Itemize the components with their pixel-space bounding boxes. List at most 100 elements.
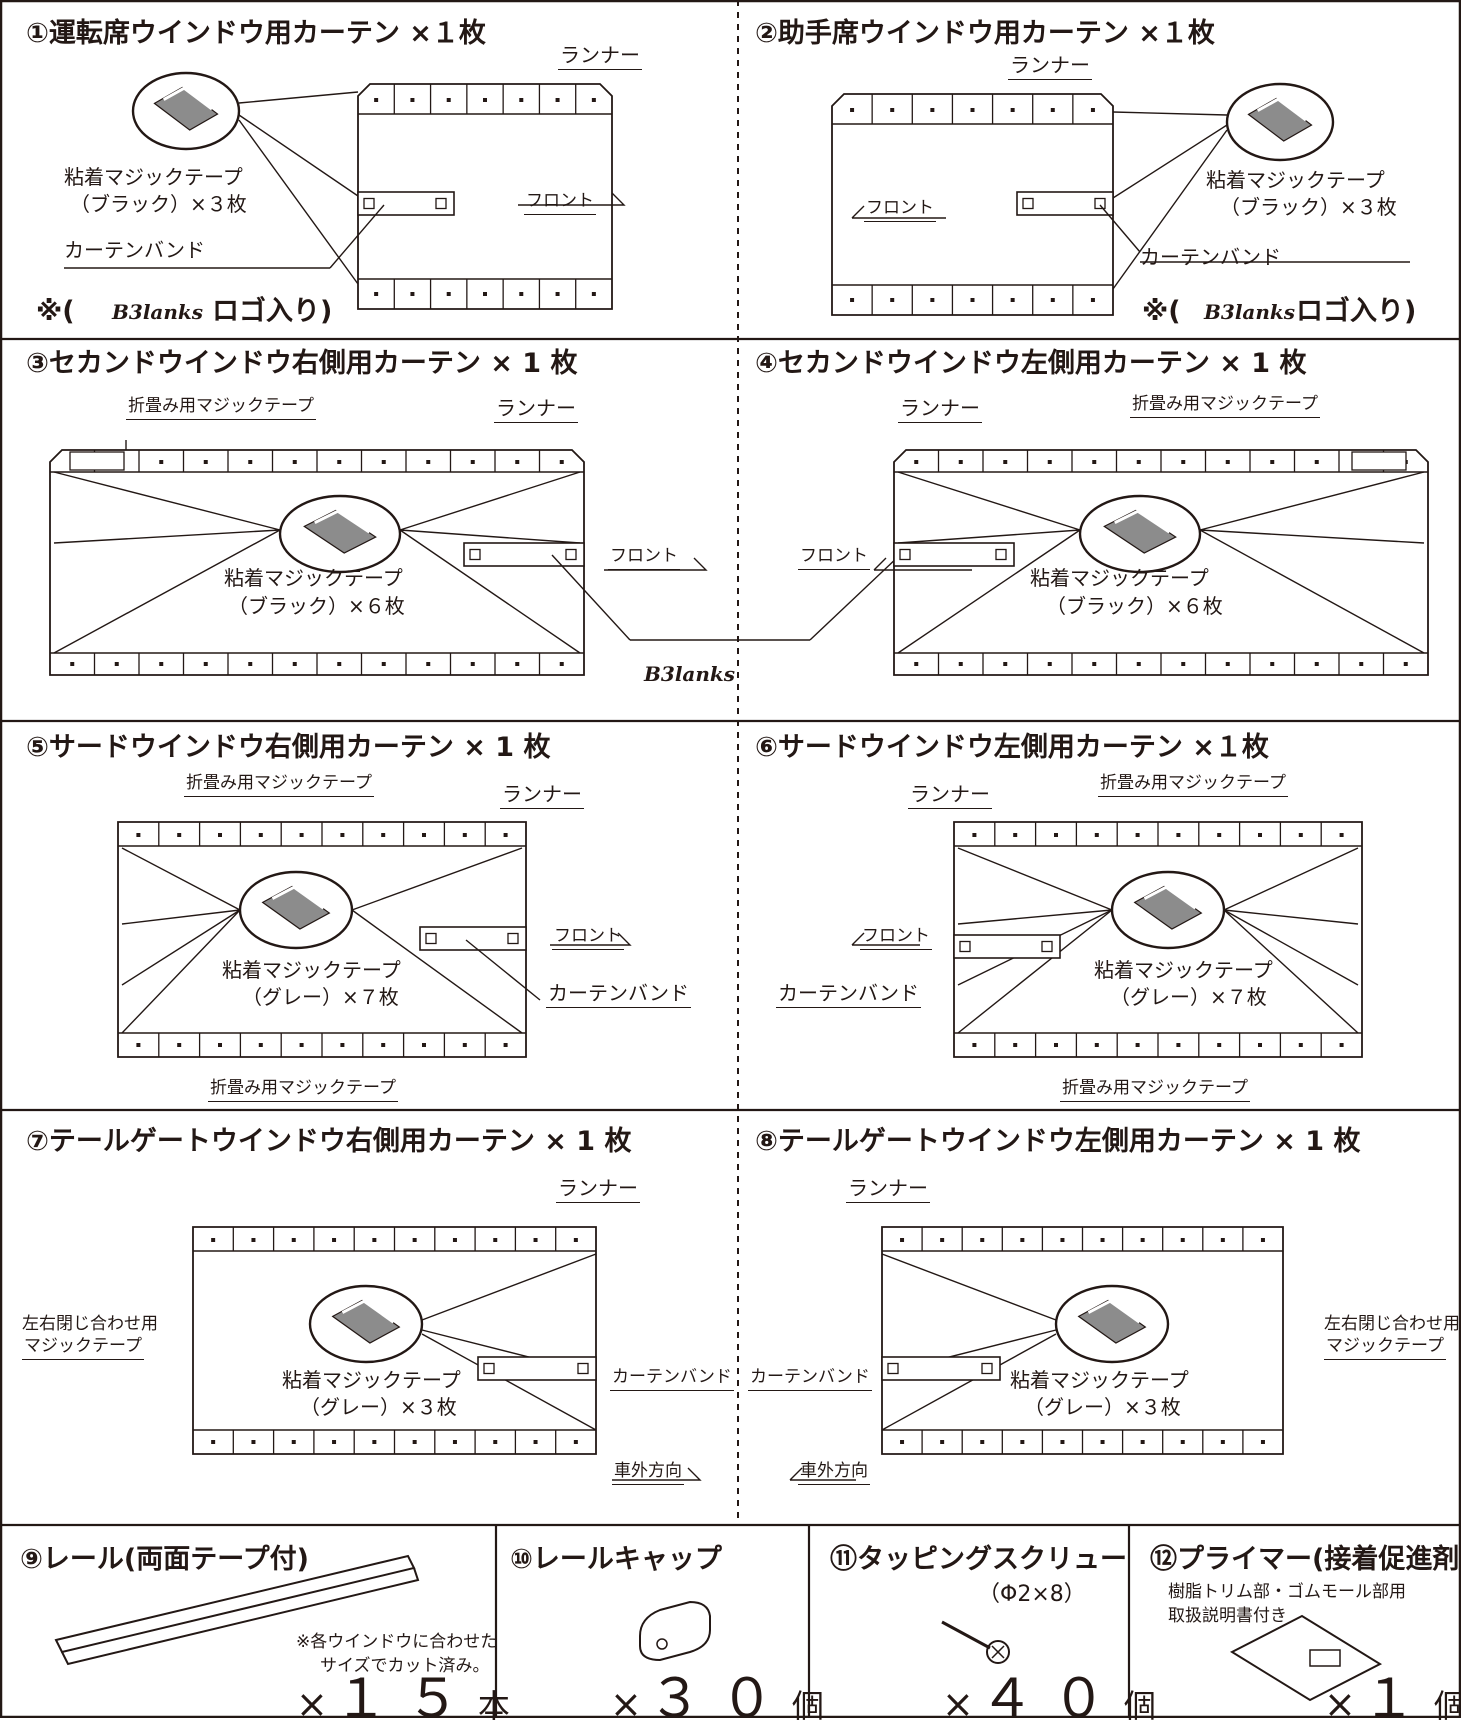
panel-7-close-tape-label-1: 左右閉じ合わせ用 <box>22 1314 158 1334</box>
part-12-qty-prefix: × <box>1324 1682 1362 1726</box>
panel-5-fold-tape-bottom-label: 折畳み用マジックテープ <box>208 1080 398 1102</box>
panel-3-fold-tape-label: 折畳み用マジックテープ <box>126 398 316 420</box>
part-9-qty-number: １５ <box>333 1667 478 1730</box>
panel-6-tape-detail: （グレー）×７枚 <box>1110 985 1267 1009</box>
part-10-qty-unit: 個 <box>791 1687 824 1725</box>
part-12-title: ⑫プライマー(接着促進剤) <box>1150 1544 1461 1575</box>
front-arrow <box>550 932 632 946</box>
curtain-outline <box>893 449 1429 676</box>
panel-2-brand-logo: B3lanks <box>1204 300 1296 324</box>
panel-6-title: ⑥サードウインドウ左側用カーテン ×１枚 <box>755 732 1269 763</box>
panel-1-title: ①運転席ウインドウ用カーテン ×１枚 <box>26 18 486 49</box>
part-11-title: ⑪タッピングスクリュー <box>830 1544 1127 1575</box>
curtain-outline <box>831 93 1114 316</box>
panel-2-logo-note-close: ロゴ入り) <box>1296 296 1417 327</box>
panel-7-title: ⑦テールゲートウインドウ右側用カーテン × 1 枚 <box>26 1126 632 1157</box>
curtain-outline <box>49 449 585 676</box>
panel-7-band-label: カーテンバンド <box>610 1369 734 1391</box>
panel-2-band-label: カーテンバンド <box>1140 245 1281 269</box>
panel-8-title: ⑧テールゲートウインドウ左側用カーテン × 1 枚 <box>755 1126 1361 1157</box>
part-11-qty-unit: 個 <box>1123 1687 1156 1725</box>
panel-5-tape-label: 粘着マジックテープ <box>222 958 401 982</box>
part-11-qty-number: ４０ <box>979 1667 1124 1730</box>
panel-4-tape-detail: （ブラック）×６枚 <box>1046 594 1223 618</box>
panel-6-tape-label: 粘着マジックテープ <box>1094 958 1273 982</box>
part-10-qty-prefix: × <box>610 1682 648 1726</box>
part-9-qty-unit: 本 <box>477 1687 510 1725</box>
front-arrow <box>518 192 626 206</box>
front-arrow <box>789 1467 856 1481</box>
part-9-qty-prefix: × <box>296 1682 334 1726</box>
curtain-outline <box>953 821 1363 1058</box>
panel-6-front-label: フロント <box>860 928 932 950</box>
part-12-qty-number: １ <box>1361 1667 1434 1730</box>
part-11-spec: （Φ2×8） <box>978 1582 1086 1607</box>
panel-3-title: ③セカンドウインドウ右側用カーテン × 1 枚 <box>26 348 578 379</box>
panel-8-outward-label: 車外方向 <box>798 1463 870 1485</box>
part-10-title: ⑩レールキャップ <box>510 1544 722 1575</box>
panel-7-runner-label: ランナー <box>556 1178 640 1203</box>
panel-1-runner-label: ランナー <box>558 45 642 70</box>
panel-2-logo-note-open: ※( <box>1142 296 1181 327</box>
panel-6-band-label: カーテンバンド <box>776 983 921 1008</box>
panel-3-tape-detail: （ブラック）×６枚 <box>228 594 405 618</box>
rail-cap-icon <box>639 1600 711 1662</box>
panel-8-close-tape-label-1: 左右閉じ合わせ用 <box>1324 1314 1460 1334</box>
primer-packet-icon <box>1229 1614 1383 1702</box>
panel-4-title: ④セカンドウインドウ左側用カーテン × 1 枚 <box>755 348 1307 379</box>
panel-2-title: ②助手席ウインドウ用カーテン ×１枚 <box>755 18 1215 49</box>
panel-4-runner-label: ランナー <box>898 398 982 423</box>
panel-8-runner-label: ランナー <box>846 1178 930 1203</box>
panel-1-brand-logo: B3lanks <box>112 300 204 324</box>
panel-1-front-label: フロント <box>524 193 596 215</box>
shared-brand-logo: B3lanks <box>644 662 736 686</box>
panel-7-tape-detail: （グレー）×３枚 <box>300 1395 457 1419</box>
curtain-outline <box>357 83 613 310</box>
panel-1-logo-note-close: ロゴ入り) <box>212 296 333 327</box>
panel-3-front-label: フロント <box>608 548 680 570</box>
panel-2-front-label: フロント <box>864 200 936 222</box>
part-10-qty-number: ３０ <box>647 1667 792 1730</box>
panel-6-fold-tape-top-label: 折畳み用マジックテープ <box>1098 775 1288 797</box>
panel-5-fold-tape-top-label: 折畳み用マジックテープ <box>184 775 374 797</box>
panel-5-band-label: カーテンバンド <box>546 983 691 1008</box>
panel-7-close-tape-label-2: マジックテープ <box>22 1338 144 1360</box>
part-10-quantity: ×３０個 <box>610 1672 824 1726</box>
screw-icon <box>941 1620 991 1650</box>
panel-4-fold-tape-label: 折畳み用マジックテープ <box>1130 396 1320 418</box>
part-9-note-2: サイズでカット済み。 <box>320 1656 490 1676</box>
front-arrow <box>851 205 946 219</box>
panel-7-tape-label: 粘着マジックテープ <box>282 1368 461 1392</box>
panel-1-tape-detail: （ブラック）×３枚 <box>70 192 247 216</box>
front-arrow <box>604 557 708 571</box>
front-arrow <box>851 932 920 946</box>
panel-8-tape-detail: （グレー）×３枚 <box>1024 1395 1181 1419</box>
rail-side <box>61 1567 420 1666</box>
panel-5-front-label: フロント <box>552 928 624 950</box>
part-11-qty-prefix: × <box>942 1682 980 1726</box>
part-9-title: ⑨レール(両面テープ付) <box>20 1544 309 1575</box>
part-12-use-1: 樹脂トリム部・ゴムモール部用 <box>1168 1582 1406 1602</box>
panel-8-band-label: カーテンバンド <box>748 1369 872 1391</box>
panel-2-tape-detail: （ブラック）×３枚 <box>1220 195 1397 219</box>
panel-8-close-tape-label-2: マジックテープ <box>1324 1338 1446 1360</box>
panel-7-outward-label: 車外方向 <box>612 1463 684 1485</box>
panel-2-tape-label: 粘着マジックテープ <box>1206 168 1385 192</box>
curtain-outline <box>117 821 527 1058</box>
part-12-quantity: ×１個 <box>1324 1672 1461 1726</box>
part-9-quantity: ×１５本 <box>296 1672 510 1726</box>
panel-1-band-label: カーテンバンド <box>64 238 205 262</box>
panel-4-front-label: フロント <box>798 548 870 570</box>
part-9-note-1: ※各ウインドウに合わせた <box>296 1632 498 1652</box>
panel-3-runner-label: ランナー <box>494 398 578 423</box>
panel-1-tape-label: 粘着マジックテープ <box>64 165 243 189</box>
panel-5-runner-label: ランナー <box>500 784 584 809</box>
front-arrow <box>873 557 972 571</box>
panel-1-logo-note-open: ※( <box>36 296 75 327</box>
part-12-qty-unit: 個 <box>1433 1687 1461 1725</box>
part-12-use-2: 取扱説明書付き <box>1168 1606 1287 1626</box>
panel-2-runner-label: ランナー <box>1008 55 1092 80</box>
panel-8-tape-label: 粘着マジックテープ <box>1010 1368 1189 1392</box>
